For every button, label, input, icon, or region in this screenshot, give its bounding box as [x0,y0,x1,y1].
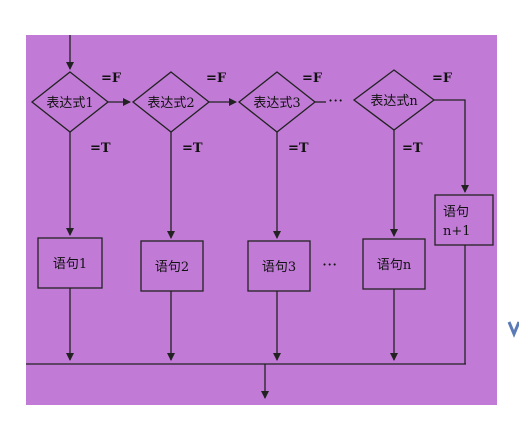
statement-box-default [434,194,494,246]
statement-box-2 [140,240,204,292]
statement-label-2: 语句2 [155,260,189,275]
condition-label-1: 表达式1 [46,96,93,111]
ellipsis-top: ··· [328,91,343,110]
false-arrow-n [434,99,469,193]
true-label-3: =T [288,141,309,156]
true-label-n: =T [402,141,423,156]
false-label-2: =F [206,71,227,86]
true-label-2: =T [182,141,203,156]
statement-label-3: 语句3 [262,260,296,275]
statement-label-n: 语句n [377,258,412,273]
diagram-background [26,35,497,405]
false-label-3: =F [302,71,323,86]
false-label-1: =F [101,71,122,86]
true-label-1: =T [90,141,111,156]
default-statement-line2: n+1 [443,224,471,239]
blue-chevron-icon [507,321,519,338]
condition-label-3: 表达式3 [253,96,300,111]
statement-label-1: 语句1 [53,257,87,272]
statement-box-3 [247,240,311,292]
condition-label-2: 表达式2 [147,96,194,111]
default-statement-line1: 语句 [443,205,469,220]
ellipsis-bottom: ··· [322,255,337,274]
condition-label-n: 表达式n [370,94,418,109]
false-label-n: =F [432,71,453,86]
